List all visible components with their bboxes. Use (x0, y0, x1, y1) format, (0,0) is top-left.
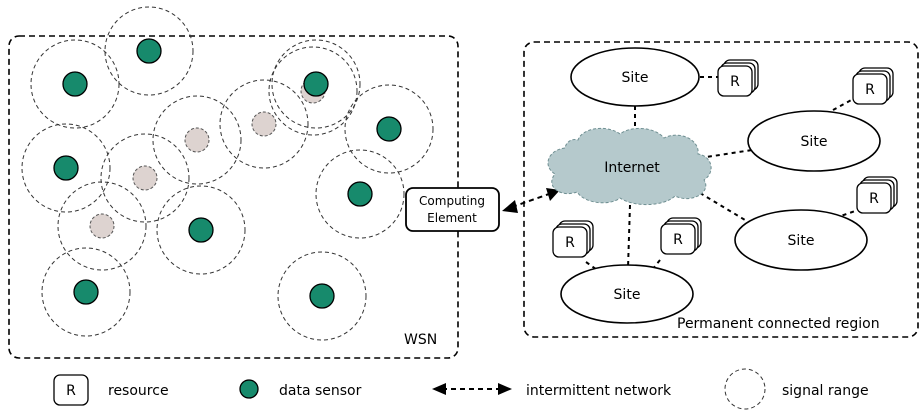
site-label: Site (801, 134, 828, 150)
resource-label: R (869, 191, 879, 207)
computing-element-line1: Computing (419, 194, 485, 208)
legend-intermittent-network-label: intermittent network (526, 383, 672, 399)
resource-node: R (660, 217, 702, 255)
site-label: Site (614, 287, 641, 303)
wsn-label: WSN (404, 332, 437, 348)
legend-intermittent-network: intermittent network (432, 383, 672, 399)
resource-label: R (730, 74, 740, 90)
legend-resource-label: resource (108, 383, 169, 399)
legend-signal-range: signal range (724, 368, 869, 410)
site-node: Site (570, 47, 700, 107)
site-label: Site (788, 233, 815, 249)
permanent-region-label: Permanent connected region (677, 316, 880, 332)
legend-signal-range-label: signal range (782, 383, 869, 399)
site-node: Site (734, 209, 868, 271)
site-label: Site (622, 70, 649, 86)
computing-element-line2: Element (427, 211, 477, 225)
legend: R resource data sensor intermittent netw… (53, 368, 869, 410)
resource-node: R (717, 59, 759, 97)
resource-label: R (565, 235, 575, 251)
permanent-region: Internet Site Site Site Site R R (523, 41, 919, 338)
intermittent-link (502, 188, 560, 213)
computing-element: Computing Element (405, 187, 500, 232)
signal-ranges (21, 6, 434, 341)
internet-label: Internet (604, 160, 660, 176)
legend-resource-symbol: R (66, 383, 76, 399)
site-node: Site (747, 110, 881, 172)
resource-node: R (852, 67, 894, 105)
inactive-sensors (89, 78, 326, 239)
legend-data-sensor: data sensor (239, 379, 362, 399)
legend-resource: R resource (53, 374, 169, 406)
resource-label: R (865, 82, 875, 98)
resource-label: R (673, 232, 683, 248)
site-node: Site (560, 264, 694, 324)
data-sensors (53, 38, 402, 309)
internet-cloud: Internet (547, 127, 712, 205)
resource-node: R (856, 176, 898, 214)
resource-node: R (552, 220, 594, 258)
legend-data-sensor-label: data sensor (279, 383, 362, 399)
wsn-region: WSN (8, 6, 459, 359)
